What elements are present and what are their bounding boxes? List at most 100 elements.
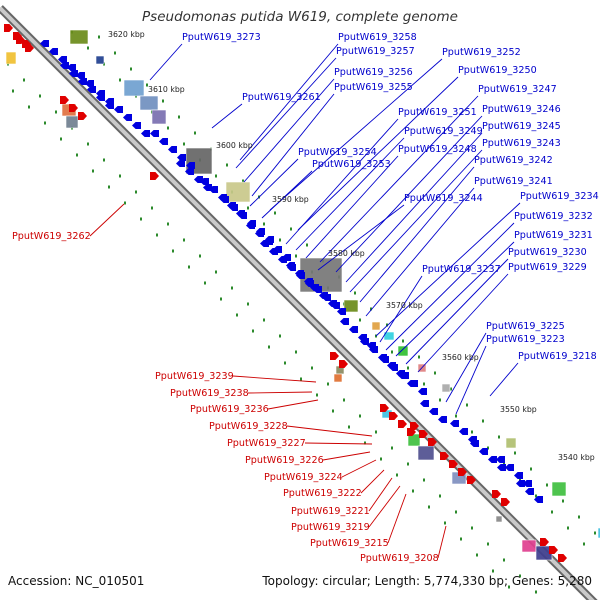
- gene-label-reverse: PputW619_3246: [482, 104, 561, 115]
- reverse-gene-arrow: [269, 248, 278, 255]
- forward-gene-arrow: [69, 104, 78, 112]
- feature-block: [333, 373, 343, 383]
- reverse-gene-arrow: [132, 122, 141, 129]
- leader-line-reverse: [349, 149, 483, 293]
- reverse-gene-arrow: [488, 456, 497, 463]
- tick-dot: [412, 489, 414, 493]
- leader-line-reverse: [489, 362, 519, 397]
- tick-dot: [455, 414, 457, 418]
- reverse-gene-arrow: [186, 162, 195, 169]
- gene-label-reverse: PputW619_3255: [334, 82, 413, 93]
- leader-line-forward: [232, 375, 317, 383]
- tick-dot: [530, 467, 532, 471]
- forward-gene-arrow: [150, 172, 159, 180]
- gene-label-reverse: PputW619_3230: [508, 247, 587, 258]
- tick-dot: [87, 142, 89, 146]
- tick-dot: [359, 318, 361, 322]
- tick-dot: [194, 131, 196, 135]
- tick-dot: [332, 409, 334, 413]
- genome-title: Pseudomonas putida W619, complete genome: [142, 9, 458, 25]
- gene-label-forward: PputW619_3228: [209, 421, 288, 432]
- tick-dot: [471, 430, 473, 434]
- gene-label-reverse: PputW619_3253: [312, 159, 391, 170]
- tick-dot: [220, 297, 222, 301]
- tick-dot: [183, 142, 185, 146]
- leader-line-reverse: [319, 95, 479, 263]
- kbp-tick-label: 3570 kbp: [386, 301, 423, 310]
- tick-dot: [514, 451, 516, 455]
- tick-dot: [391, 446, 393, 450]
- reverse-gene-arrow: [304, 278, 313, 285]
- tick-dot: [343, 398, 345, 402]
- genome-summary-text: Topology: circular; Length: 5,774,330 bp…: [262, 574, 592, 588]
- leader-line-reverse: [285, 118, 399, 245]
- leader-line-reverse: [365, 187, 475, 317]
- tick-dot: [434, 371, 436, 375]
- reverse-gene-arrow: [105, 98, 114, 105]
- forward-gene-arrow: [398, 420, 407, 428]
- tick-dot: [407, 366, 409, 370]
- leader-line-reverse: [455, 345, 487, 415]
- leader-line-forward: [286, 425, 373, 437]
- reverse-gene-arrow: [380, 356, 389, 363]
- tick-dot: [295, 254, 297, 258]
- tick-dot: [226, 163, 228, 167]
- tick-dot: [423, 382, 425, 386]
- leader-line-forward: [247, 391, 313, 394]
- tick-dot: [12, 89, 14, 93]
- reverse-gene-arrow: [450, 420, 459, 427]
- tick-dot: [498, 435, 500, 439]
- reverse-gene-arrow: [479, 448, 488, 455]
- forward-gene-arrow: [549, 546, 558, 554]
- feature-blocks: [5, 29, 600, 561]
- gene-label-forward: PputW619_3219: [291, 522, 370, 533]
- reverse-gene-arrow: [420, 400, 429, 407]
- tick-dot: [455, 510, 457, 514]
- tick-dot: [231, 286, 233, 290]
- tick-dot: [247, 206, 249, 210]
- reverse-gene-arrow: [438, 416, 447, 423]
- reverse-gene-arrow: [470, 440, 479, 447]
- gene-label-forward: PputW619_3221: [291, 506, 370, 517]
- tick-dot: [130, 67, 132, 71]
- feature-block: [5, 51, 17, 65]
- tick-dot: [476, 553, 478, 557]
- leader-line-reverse: [249, 158, 299, 207]
- reverse-gene-arrow: [260, 240, 269, 247]
- tick-dot: [236, 313, 238, 317]
- tick-dot: [114, 51, 116, 55]
- tick-dot: [519, 574, 521, 578]
- reverse-gene-arrow: [429, 408, 438, 415]
- gene-label-forward: PputW619_3222: [283, 488, 362, 499]
- reverse-gene-arrow: [76, 72, 85, 79]
- reverse-gene-arrow: [328, 300, 337, 307]
- tick-dot: [290, 227, 292, 231]
- kbp-tick-label: 3580 kbp: [328, 249, 365, 258]
- gene-label-forward: PputW619_3262: [12, 231, 91, 242]
- gene-label-forward: PputW619_3215: [310, 538, 389, 549]
- tick-dot: [60, 137, 62, 141]
- forward-gene-arrow: [330, 352, 339, 360]
- leader-line-reverse: [445, 332, 487, 403]
- leader-line-forward: [89, 203, 125, 237]
- feature-block: [495, 515, 503, 523]
- gene-label-reverse: PputW619_3256: [334, 67, 413, 78]
- leader-line-forward: [322, 451, 371, 461]
- tick-dot: [306, 243, 308, 247]
- tick-dot: [23, 78, 25, 82]
- reverse-gene-arrow: [418, 388, 427, 395]
- forward-gene-arrow: [419, 430, 428, 438]
- tick-dot: [167, 126, 169, 130]
- leader-line-reverse: [239, 43, 339, 161]
- reverse-gene-arrow: [319, 292, 328, 299]
- tick-dot: [103, 158, 105, 162]
- tick-dot: [98, 35, 100, 39]
- gene-label-reverse: PputW619_3257: [336, 46, 415, 57]
- reverse-gene-arrow: [295, 270, 304, 277]
- tick-dot: [87, 46, 89, 50]
- feature-block: [521, 539, 537, 553]
- leader-line-forward: [304, 442, 373, 445]
- tick-dot: [167, 222, 169, 226]
- tick-dot: [151, 206, 153, 210]
